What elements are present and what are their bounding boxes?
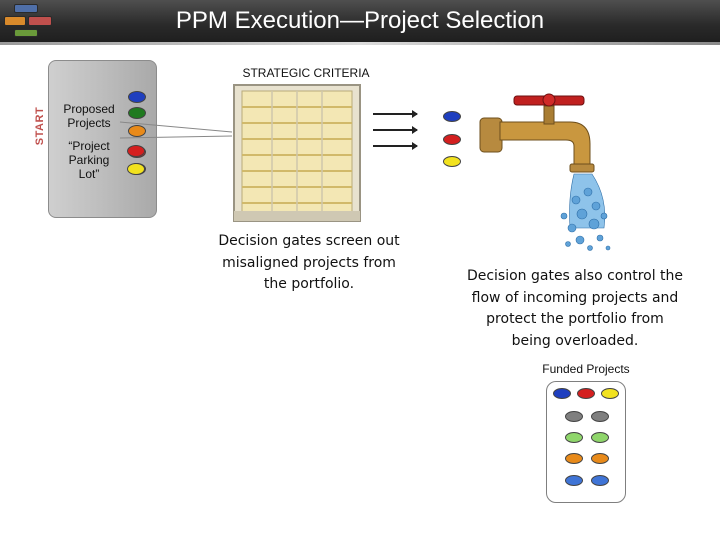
funded-dot-lightblue-1 <box>565 475 583 486</box>
proposed-projects-label: Proposed Projects <box>53 102 125 130</box>
funded-dot-blue <box>553 388 571 399</box>
strategic-criteria-label: STRATEGIC CRITERIA <box>242 66 370 80</box>
funded-dot-gray-2 <box>591 411 609 422</box>
proposed-line-1: Proposed <box>63 102 115 116</box>
dot-connector-lines <box>119 121 233 139</box>
funded-projects-panel <box>546 381 626 503</box>
filtered-dot-yellow <box>443 156 461 167</box>
funded-dot-yellow <box>601 388 619 399</box>
faucet-caption: Decision gates also control the flow of … <box>452 266 698 352</box>
logo-block-left <box>4 16 26 26</box>
parking-dot-green <box>128 107 146 119</box>
funded-dot-lightgreen-1 <box>565 432 583 443</box>
air-filter-image <box>233 84 361 222</box>
faucet-image <box>479 93 611 251</box>
faucet-handle-knob <box>542 93 556 107</box>
arrow-3 <box>373 142 418 150</box>
filter-caption-line-2: misaligned projects from <box>222 254 396 271</box>
faucet-caption-line-2: flow of incoming projects and <box>471 289 679 306</box>
filter-caption: Decision gates screen out misaligned pro… <box>200 231 418 296</box>
faucet-caption-line-3: protect the portfolio from <box>486 311 664 327</box>
connector-line-2 <box>119 135 233 139</box>
faucet-caption-line-4: being overloaded. <box>511 332 639 349</box>
parking-dot-orange <box>128 125 146 137</box>
parking-line-1: “Project <box>68 139 110 153</box>
filter-caption-line-3: the portfolio. <box>263 276 355 292</box>
filter-grid <box>271 91 323 215</box>
funded-dot-orange-1 <box>565 453 583 464</box>
faucet-stem <box>543 105 555 125</box>
parking-dot-yellow-2 <box>127 163 145 175</box>
project-parking-lot-panel: Proposed Projects “Project Parking Lot” <box>48 60 157 218</box>
logo-block-right <box>28 16 52 26</box>
faucet-nozzle <box>569 163 595 173</box>
logo-block-bottom <box>14 29 38 37</box>
arrow-2 <box>373 126 418 134</box>
faucet-caption-line-1: Decision gates also control the <box>466 268 684 284</box>
filter-bottom-edge <box>234 211 360 221</box>
funded-dot-red <box>577 388 595 399</box>
parking-lot-label: “Project Parking Lot” <box>53 139 125 181</box>
title-underline <box>0 42 720 45</box>
faucet-body <box>499 121 591 167</box>
funded-dot-orange-2 <box>591 453 609 464</box>
filter-caption-line-1: Decision gates screen out <box>218 233 400 249</box>
logo-block-top <box>14 4 38 13</box>
parking-dot-red-3 <box>127 145 145 157</box>
connector-line-1 <box>119 121 233 133</box>
water-spray <box>560 173 611 251</box>
faucet-wall-pipe <box>479 117 503 153</box>
funded-dot-gray-1 <box>565 411 583 422</box>
title-bar <box>0 0 720 42</box>
funded-dot-lightblue-2 <box>591 475 609 486</box>
page-title: PPM Execution—Project Selection <box>175 7 545 34</box>
funded-dot-lightgreen-2 <box>591 432 609 443</box>
proposed-line-2: Projects <box>67 116 111 130</box>
parking-line-3: Lot” <box>78 167 100 181</box>
funded-projects-label: Funded Projects <box>542 362 630 376</box>
arrow-1 <box>373 110 418 118</box>
filtered-dot-red <box>443 134 461 145</box>
filtered-dot-blue <box>443 111 461 122</box>
parking-line-2: Parking <box>68 153 110 167</box>
parking-dot-blue <box>128 91 146 103</box>
logo <box>4 4 54 38</box>
